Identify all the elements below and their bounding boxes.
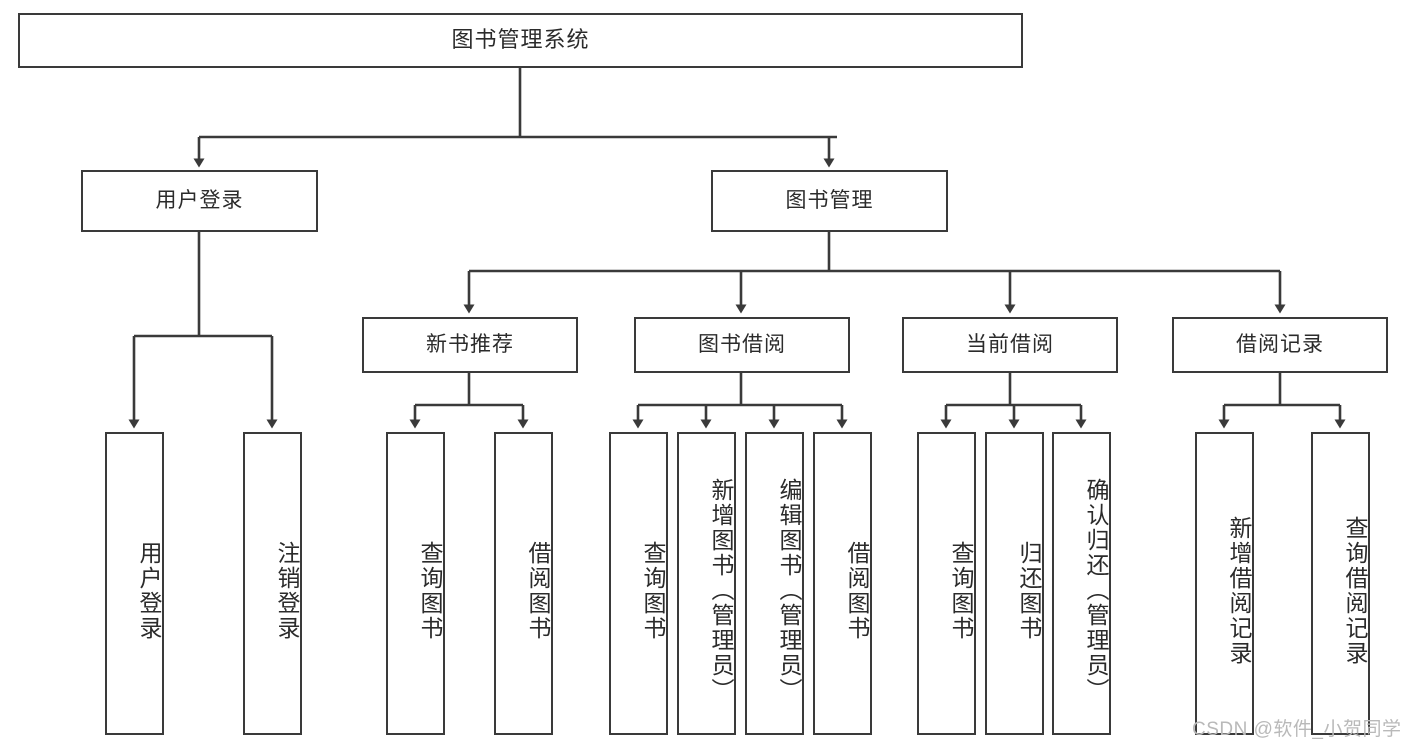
node-label: 用户登录 bbox=[136, 540, 162, 641]
leaf-borrow-book-recommend[interactable]: 借阅图书 bbox=[494, 432, 553, 735]
node-label: 查询图书 bbox=[948, 540, 974, 641]
node-label: 借阅图书 bbox=[844, 540, 870, 641]
leaf-query-borrow-record[interactable]: 查询借阅记录 bbox=[1311, 432, 1370, 735]
node-user-login[interactable]: 用户登录 bbox=[81, 170, 318, 232]
leaf-edit-book[interactable]: 编辑图书（管理员） bbox=[745, 432, 804, 735]
node-label: 确认归还（管理员） bbox=[1083, 478, 1109, 703]
node-label: 查询借阅记录 bbox=[1342, 515, 1368, 666]
csdn-watermark: CSDN @软件_小贺同学 bbox=[1192, 714, 1401, 741]
node-label: 查询图书 bbox=[640, 540, 666, 641]
node-label: 新书推荐 bbox=[426, 333, 514, 357]
leaf-query-book-recommend[interactable]: 查询图书 bbox=[386, 432, 445, 735]
leaf-borrow-book[interactable]: 借阅图书 bbox=[813, 432, 872, 735]
node-label: 图书管理系统 bbox=[451, 27, 590, 53]
node-label: 编辑图书（管理员） bbox=[776, 478, 802, 703]
node-label: 图书管理 bbox=[785, 189, 874, 213]
node-label: 查询图书 bbox=[417, 540, 443, 641]
node-book-admin[interactable]: 图书管理 bbox=[711, 170, 948, 232]
node-label: 新增图书（管理员） bbox=[708, 478, 734, 703]
leaf-add-borrow-record[interactable]: 新增借阅记录 bbox=[1195, 432, 1254, 735]
node-label: 归还图书 bbox=[1016, 540, 1042, 641]
node-current-borrow[interactable]: 当前借阅 bbox=[902, 317, 1118, 373]
node-borrow-record[interactable]: 借阅记录 bbox=[1172, 317, 1388, 373]
leaf-return-book[interactable]: 归还图书 bbox=[985, 432, 1044, 735]
leaf-query-book-borrow[interactable]: 查询图书 bbox=[609, 432, 668, 735]
watermark-text: CSDN @软件_小贺同学 bbox=[1192, 719, 1402, 740]
node-label: 当前借阅 bbox=[966, 333, 1054, 357]
leaf-confirm-return[interactable]: 确认归还（管理员） bbox=[1052, 432, 1111, 735]
leaf-logout[interactable]: 注销登录 bbox=[243, 432, 302, 735]
node-label: 借阅记录 bbox=[1236, 333, 1324, 357]
node-label: 新增借阅记录 bbox=[1226, 515, 1252, 666]
node-root-system[interactable]: 图书管理系统 bbox=[18, 13, 1023, 68]
node-label: 图书借阅 bbox=[698, 333, 786, 357]
leaf-user-login[interactable]: 用户登录 bbox=[105, 432, 164, 735]
node-book-borrow[interactable]: 图书借阅 bbox=[634, 317, 850, 373]
leaf-query-book-current[interactable]: 查询图书 bbox=[917, 432, 976, 735]
leaf-add-book[interactable]: 新增图书（管理员） bbox=[677, 432, 736, 735]
node-label: 注销登录 bbox=[274, 540, 300, 641]
node-label: 用户登录 bbox=[155, 189, 244, 213]
node-label: 借阅图书 bbox=[525, 540, 551, 641]
node-new-book-recommend[interactable]: 新书推荐 bbox=[362, 317, 578, 373]
